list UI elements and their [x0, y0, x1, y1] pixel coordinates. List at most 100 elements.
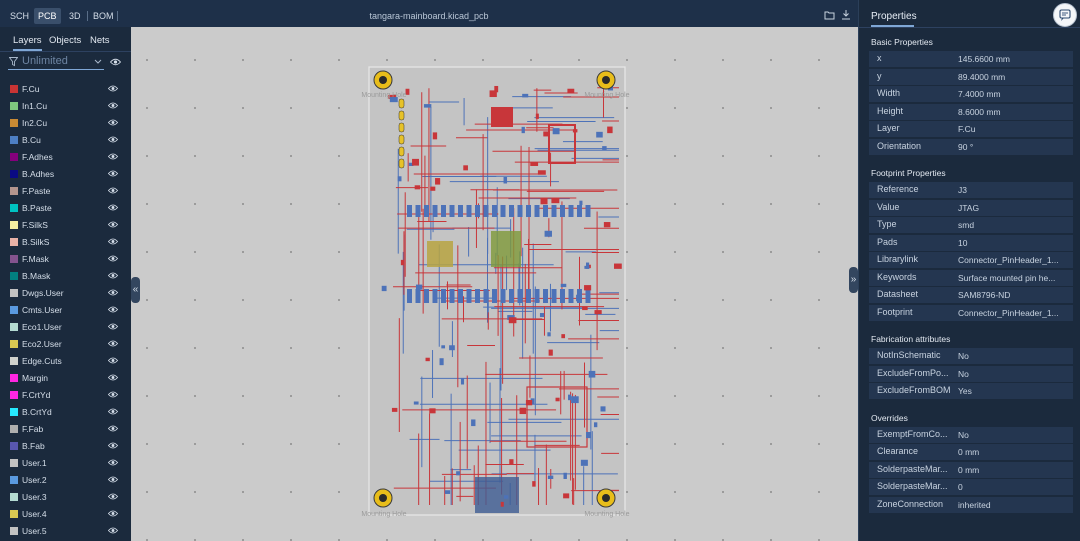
eye-icon[interactable] [108, 101, 118, 110]
property-value[interactable]: J3 [958, 185, 967, 195]
layer-row[interactable]: Eco1.User [10, 320, 122, 333]
layer-row[interactable]: B.Fab [10, 439, 122, 452]
layer-color-swatch[interactable] [10, 323, 18, 331]
layer-row[interactable]: B.Adhes [10, 167, 122, 180]
layer-color-swatch[interactable] [10, 153, 18, 161]
eye-icon[interactable] [108, 373, 118, 382]
property-value[interactable]: SAM8796-ND [958, 290, 1011, 300]
property-value[interactable]: inherited [958, 499, 991, 510]
layer-row[interactable]: Cmts.User [10, 303, 122, 316]
eye-icon[interactable] [108, 203, 118, 212]
property-value[interactable]: 145.6600 mm [958, 54, 1010, 64]
eye-icon[interactable] [108, 526, 118, 535]
eye-icon[interactable] [108, 271, 118, 280]
eye-icon[interactable] [108, 220, 118, 229]
eye-icon[interactable] [108, 152, 118, 161]
property-value[interactable]: 8.6000 mm [958, 106, 1001, 117]
layer-row[interactable]: User.3 [10, 490, 122, 503]
eye-icon[interactable] [108, 339, 118, 348]
layer-row[interactable]: Edge.Cuts [10, 354, 122, 367]
layer-color-swatch[interactable] [10, 340, 18, 348]
eye-icon[interactable] [108, 254, 118, 263]
property-value[interactable]: smd [958, 220, 975, 230]
layer-row[interactable]: B.CrtYd [10, 405, 122, 418]
layer-row[interactable]: F.Fab [10, 422, 122, 435]
layer-row[interactable]: F.CrtYd [10, 388, 122, 401]
property-value[interactable]: 90 ° [958, 141, 974, 152]
layer-color-swatch[interactable] [10, 136, 18, 144]
layer-filter[interactable]: Unlimited [8, 55, 124, 71]
layer-row[interactable]: Margin [10, 371, 122, 384]
layer-row[interactable]: F.Cu [10, 82, 122, 95]
download-icon[interactable] [840, 9, 852, 21]
layer-row[interactable]: B.SilkS [10, 235, 122, 248]
tab-layers[interactable]: Layers [13, 35, 42, 51]
layer-row[interactable]: User.2 [10, 473, 122, 486]
layer-color-swatch[interactable] [10, 306, 18, 314]
layer-row[interactable]: User.1 [10, 456, 122, 469]
layer-color-swatch[interactable] [10, 221, 18, 229]
eye-icon[interactable] [108, 390, 118, 399]
layer-row[interactable]: User.5 [10, 524, 122, 537]
property-value[interactable]: 10 [958, 237, 968, 248]
layer-color-swatch[interactable] [10, 187, 18, 195]
layer-row[interactable]: In1.Cu [10, 99, 122, 112]
property-value[interactable]: Yes [958, 386, 972, 396]
eye-icon[interactable] [108, 322, 118, 331]
property-value[interactable]: No [958, 351, 969, 361]
eye-icon[interactable] [108, 135, 118, 144]
property-value[interactable]: 0 mm [958, 447, 980, 457]
layer-color-swatch[interactable] [10, 170, 18, 178]
layer-color-swatch[interactable] [10, 425, 18, 433]
layer-row[interactable]: F.Mask [10, 252, 122, 265]
tab-objects[interactable]: Objects [49, 35, 82, 46]
layer-color-swatch[interactable] [10, 391, 18, 399]
layer-color-swatch[interactable] [10, 102, 18, 110]
layer-color-swatch[interactable] [10, 527, 18, 535]
eye-icon[interactable] [108, 305, 118, 314]
layer-color-swatch[interactable] [10, 357, 18, 365]
layer-color-swatch[interactable] [10, 510, 18, 518]
layer-color-swatch[interactable] [10, 85, 18, 93]
property-value[interactable]: 7.4000 mm [958, 89, 1001, 99]
eye-icon[interactable] [108, 509, 118, 518]
layer-color-swatch[interactable] [10, 476, 18, 484]
layer-row[interactable]: Eco2.User [10, 337, 122, 350]
eye-icon[interactable] [108, 407, 118, 416]
tab-sch[interactable]: SCH [10, 11, 30, 21]
layer-row[interactable]: User.4 [10, 507, 122, 520]
eye-icon[interactable] [108, 424, 118, 433]
property-value[interactable]: 89.4000 mm [958, 71, 1006, 82]
property-value[interactable]: Connector_PinHeader_1... [958, 255, 1059, 265]
property-value[interactable]: 0 mm [958, 464, 980, 475]
eye-icon[interactable] [108, 237, 118, 246]
layer-row[interactable]: Dwgs.User [10, 286, 122, 299]
layer-row[interactable]: B.Mask [10, 269, 122, 282]
layer-color-swatch[interactable] [10, 459, 18, 467]
eye-icon[interactable] [108, 186, 118, 195]
eye-icon[interactable] [108, 118, 118, 127]
layer-row[interactable]: F.Paste [10, 184, 122, 197]
layer-color-swatch[interactable] [10, 289, 18, 297]
property-value[interactable]: Connector_PinHeader_1... [958, 307, 1059, 318]
layer-color-swatch[interactable] [10, 119, 18, 127]
tab-bom[interactable]: BOM [93, 11, 114, 21]
layer-color-swatch[interactable] [10, 493, 18, 501]
eye-icon[interactable] [108, 475, 118, 484]
layer-row[interactable]: F.Adhes [10, 150, 122, 163]
layer-color-swatch[interactable] [10, 238, 18, 246]
eye-icon[interactable] [108, 492, 118, 501]
folder-open-icon[interactable] [824, 9, 836, 21]
layer-row[interactable]: F.SilkS [10, 218, 122, 231]
layer-color-swatch[interactable] [10, 374, 18, 382]
layer-color-swatch[interactable] [10, 408, 18, 416]
layer-color-swatch[interactable] [10, 204, 18, 212]
eye-icon[interactable] [108, 356, 118, 365]
property-value[interactable]: 0 [958, 482, 963, 492]
layer-row[interactable]: In2.Cu [10, 116, 122, 129]
collapse-left-button[interactable]: « [131, 277, 140, 303]
property-value[interactable]: No [958, 429, 969, 440]
layer-row[interactable]: B.Paste [10, 201, 122, 214]
